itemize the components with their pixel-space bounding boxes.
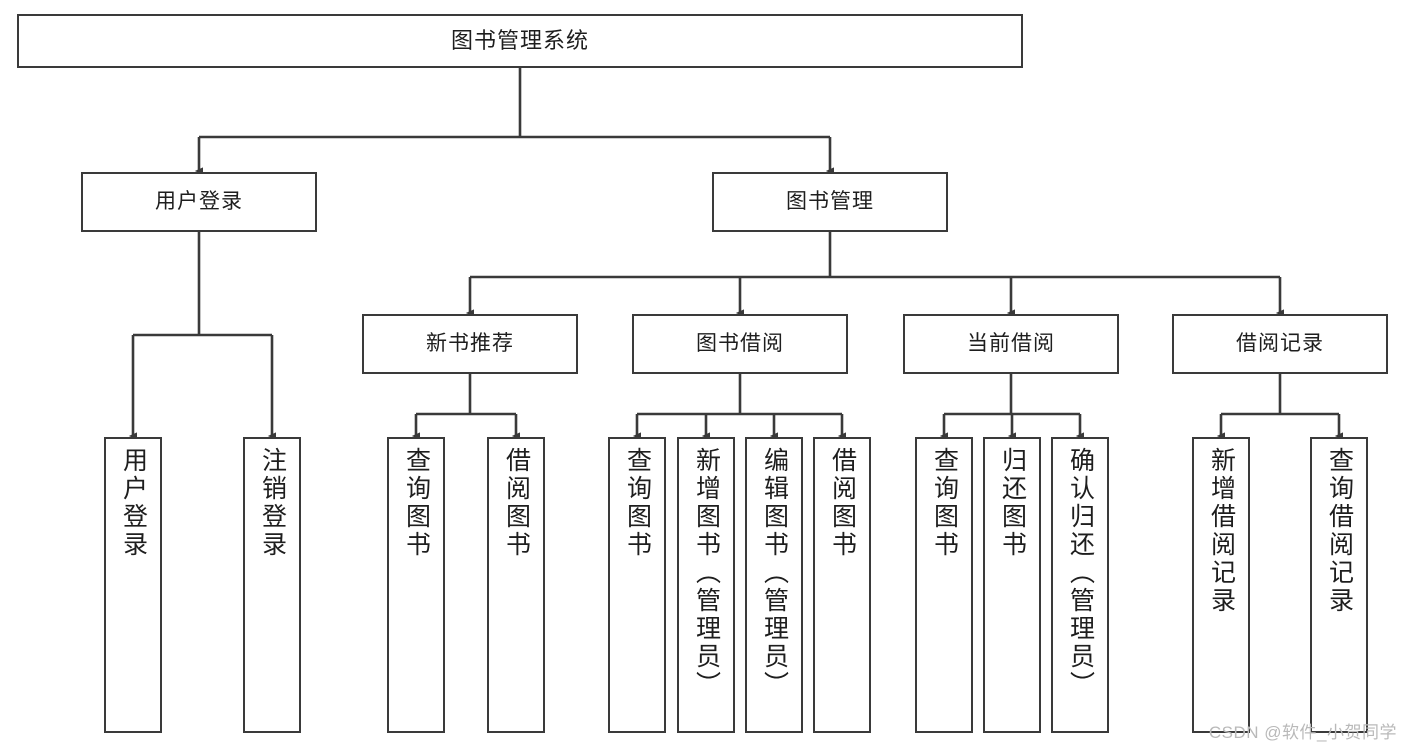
node-label: 图书管理 bbox=[786, 189, 874, 213]
csdn-watermark: CSDN @软件_小贺同学 bbox=[1208, 723, 1397, 742]
node-label: 确认归还（管理员） bbox=[1066, 447, 1095, 699]
node-label: 用户登录 bbox=[119, 447, 148, 559]
node-leaf4[interactable]: 借阅图书 bbox=[487, 437, 545, 733]
node-label: 查询图书 bbox=[623, 447, 652, 559]
node-l3d[interactable]: 借阅记录 bbox=[1172, 314, 1388, 374]
node-label: 图书管理系统 bbox=[450, 28, 589, 54]
node-label: 新增图书（管理员） bbox=[692, 447, 721, 699]
node-leaf3[interactable]: 查询图书 bbox=[387, 437, 445, 733]
node-leaf6[interactable]: 新增图书（管理员） bbox=[677, 437, 735, 733]
node-label: 新增借阅记录 bbox=[1207, 447, 1236, 615]
node-leaf11[interactable]: 确认归还（管理员） bbox=[1051, 437, 1109, 733]
node-label: 借阅图书 bbox=[502, 447, 531, 559]
node-label: 当前借阅 bbox=[967, 331, 1055, 355]
node-label: 注销登录 bbox=[258, 447, 287, 559]
node-label: 归还图书 bbox=[998, 447, 1027, 559]
node-label: 查询图书 bbox=[402, 447, 431, 559]
node-l3c[interactable]: 当前借阅 bbox=[903, 314, 1119, 374]
node-leaf8[interactable]: 借阅图书 bbox=[813, 437, 871, 733]
node-leaf9[interactable]: 查询图书 bbox=[915, 437, 973, 733]
node-label: 编辑图书（管理员） bbox=[760, 447, 789, 699]
node-l2b[interactable]: 图书管理 bbox=[712, 172, 948, 232]
node-leaf7[interactable]: 编辑图书（管理员） bbox=[745, 437, 803, 733]
node-l3b[interactable]: 图书借阅 bbox=[632, 314, 848, 374]
node-l3a[interactable]: 新书推荐 bbox=[362, 314, 578, 374]
node-label: 图书借阅 bbox=[696, 331, 784, 355]
node-leaf2[interactable]: 注销登录 bbox=[243, 437, 301, 733]
node-leaf1[interactable]: 用户登录 bbox=[104, 437, 162, 733]
node-leaf12[interactable]: 新增借阅记录 bbox=[1192, 437, 1250, 733]
node-leaf13[interactable]: 查询借阅记录 bbox=[1310, 437, 1368, 733]
node-root[interactable]: 图书管理系统 bbox=[17, 14, 1023, 68]
node-label: 借阅图书 bbox=[828, 447, 857, 559]
node-leaf5[interactable]: 查询图书 bbox=[608, 437, 666, 733]
node-label: 查询图书 bbox=[930, 447, 959, 559]
node-l2a[interactable]: 用户登录 bbox=[81, 172, 317, 232]
node-label: 借阅记录 bbox=[1236, 331, 1324, 355]
node-leaf10[interactable]: 归还图书 bbox=[983, 437, 1041, 733]
node-label: 查询借阅记录 bbox=[1325, 447, 1354, 615]
node-label: 用户登录 bbox=[155, 189, 243, 213]
node-label: 新书推荐 bbox=[426, 331, 514, 355]
